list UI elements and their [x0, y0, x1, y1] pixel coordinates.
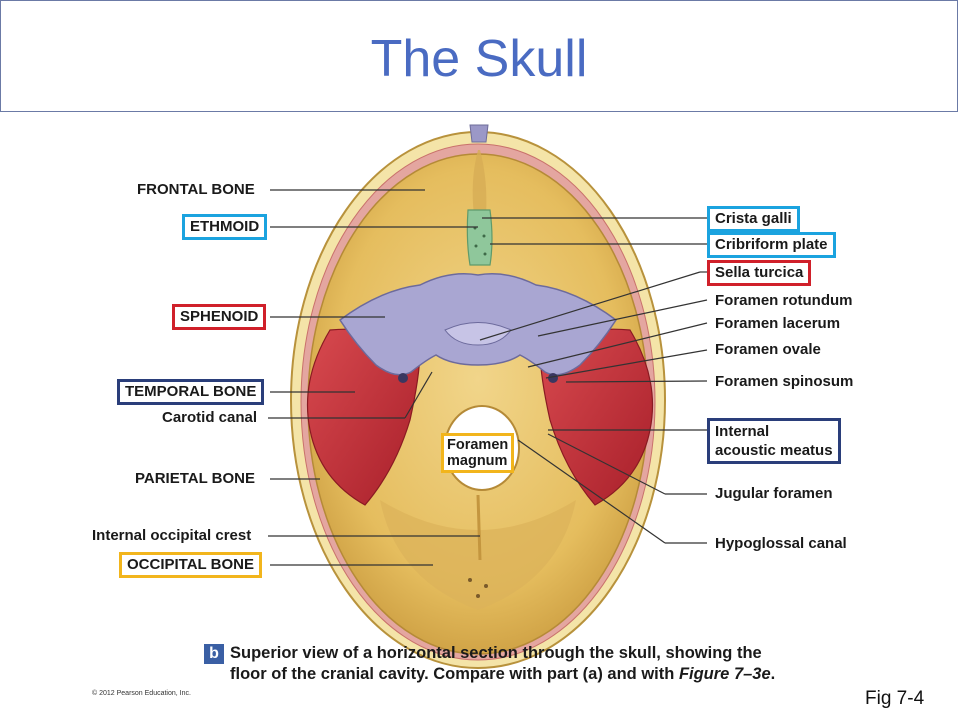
label-sella-turcica: Sella turcica	[707, 260, 812, 286]
label-carotid-canal: Carotid canal	[162, 409, 258, 426]
caption-letter-badge: b	[204, 644, 224, 664]
label-frontal-bone: FRONTAL BONE	[137, 181, 255, 198]
copyright-notice: © 2012 Pearson Education, Inc.	[92, 690, 191, 697]
label-cribriform-plate: Cribriform plate	[707, 232, 836, 258]
caption-line2-pre: floor of the cranial cavity. Compare wit…	[230, 665, 679, 683]
ethmoid-region	[466, 209, 493, 266]
label-internal-acoustic-meatus-line1: Internal	[715, 423, 770, 440]
label-occipital-bone: OCCIPITAL BONE	[119, 552, 262, 578]
label-foramen-lacerum: Foramen lacerum	[715, 315, 841, 332]
title-bar: The Skull	[0, 0, 958, 112]
label-ethmoid: ETHMOID	[182, 214, 268, 240]
label-hypoglossal-canal: Hypoglossal canal	[715, 535, 847, 552]
label-sphenoid: SPHENOID	[172, 304, 267, 330]
label-foramen-spinosum: Foramen spinosum	[715, 373, 854, 390]
caption-line2-post: .	[770, 665, 776, 683]
label-internal-occipital-crest: Internal occipital crest	[92, 527, 252, 544]
label-foramen-magnum-line2: magnum	[447, 453, 508, 469]
label-foramen-rotundum: Foramen rotundum	[715, 292, 853, 309]
label-jugular-foramen: Jugular foramen	[715, 485, 833, 502]
label-temporal-bone: TEMPORAL BONE	[117, 379, 265, 405]
leader-lines	[268, 189, 708, 566]
label-foramen-magnum-line1: Foramen	[447, 437, 509, 453]
caption-line2: floor of the cranial cavity. Compare wit…	[230, 664, 870, 685]
label-foramen-ovale: Foramen ovale	[715, 341, 821, 358]
label-parietal-bone: PARIETAL BONE	[135, 470, 256, 487]
label-foramen-magnum: Foramen magnum	[441, 433, 515, 473]
label-internal-acoustic-meatus-line2: acoustic meatus	[715, 442, 833, 459]
figure-caption: Superior view of a horizontal section th…	[230, 643, 870, 685]
caption-figure-ref: Figure 7–3e	[678, 665, 771, 683]
label-internal-acoustic-meatus: Internal acoustic meatus	[707, 418, 841, 464]
page-title: The Skull	[370, 30, 588, 88]
figure-reference: Fig 7-4	[865, 688, 925, 709]
caption-line1: Superior view of a horizontal section th…	[230, 644, 762, 662]
label-crista-galli: Crista galli	[707, 206, 800, 232]
